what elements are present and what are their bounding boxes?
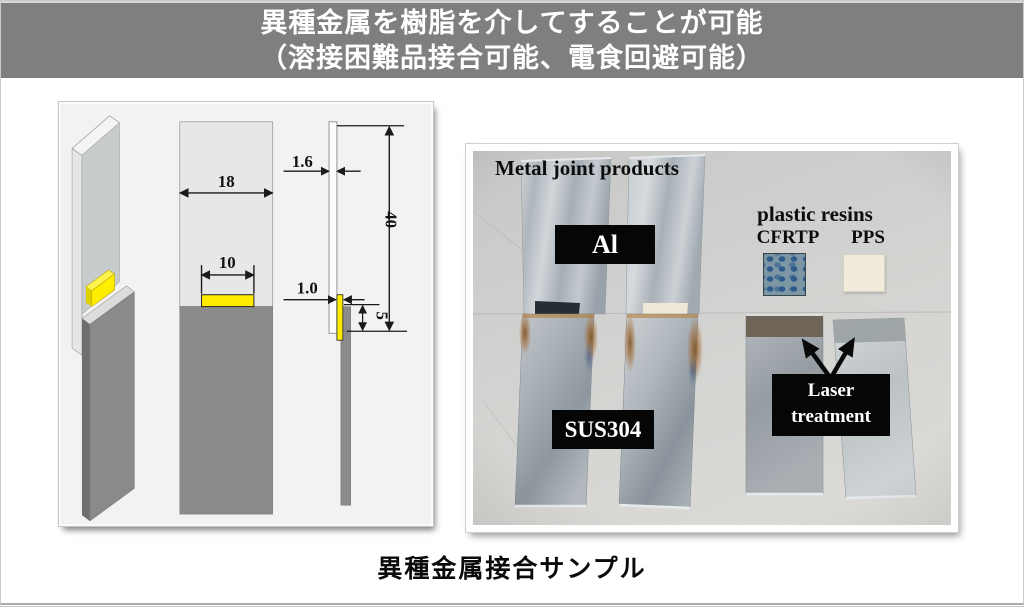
front-upper-plate (179, 121, 274, 307)
header-title-line2: （溶接困難品接合可能、電食回避可能） (260, 43, 764, 73)
photo-title: Metal joint products (495, 156, 679, 180)
front-resin-strip (201, 294, 255, 308)
front-view: 18 10 (178, 121, 274, 515)
iso-upper-plate-side (71, 147, 83, 356)
metal-joint-photo: Metal joint products Al plastic resins C… (473, 151, 951, 525)
dim-label-1-6: 1.6 (292, 152, 313, 171)
joint-dimension-diagram: 18 10 1.6 40 1.0 (59, 102, 433, 526)
side-resin-strip (336, 294, 344, 341)
plastic-resins-label: plastic resins (757, 202, 873, 226)
isometric-view (71, 115, 135, 522)
cfrtp-sample (763, 253, 806, 296)
dim-label-5: 5 (372, 312, 391, 320)
dim-label-10: 10 (219, 253, 236, 272)
dim-label-1-0: 1.0 (297, 279, 318, 298)
front-lower-plate (179, 306, 273, 515)
iso-lower-plate-face (89, 291, 135, 522)
dim-label-18: 18 (218, 172, 235, 191)
slide-caption: 異種金属接合サンプル (377, 555, 647, 583)
laser-treatment-label: Laser treatment (772, 374, 890, 436)
diagram-svg: 18 10 1.6 40 1.0 (71, 115, 408, 522)
photo-vignette (473, 151, 951, 525)
pps-label: PPS (851, 227, 885, 248)
iso-upper-plate-face (81, 122, 120, 316)
iso-lower-plate-side (81, 318, 90, 522)
side-lower-plate (340, 306, 351, 506)
laser-treatment-line2: treatment (791, 406, 871, 427)
photo-frame: Metal joint products Al plastic resins C… (466, 144, 958, 532)
side-upper-plate (328, 121, 338, 334)
sus304-label: SUS304 (552, 410, 654, 449)
dim-label-40: 40 (381, 211, 400, 228)
iso-resin-front (85, 286, 92, 307)
pps-sample (843, 254, 885, 292)
header-title-line1: 異種金属を樹脂を介してすることが可能 (260, 8, 764, 38)
side-view: 1.6 40 1.0 5 (283, 121, 408, 506)
laser-treatment-line1: Laser (807, 380, 855, 401)
al-label: Al (555, 225, 655, 264)
cfrtp-label: CFRTP (756, 227, 820, 248)
header-banner: 異種金属を樹脂を介してすることが可能 （溶接困難品接合可能、電食回避可能） (1, 1, 1023, 78)
iso-resin-face (91, 273, 115, 308)
bottom-rule (1, 603, 1023, 605)
